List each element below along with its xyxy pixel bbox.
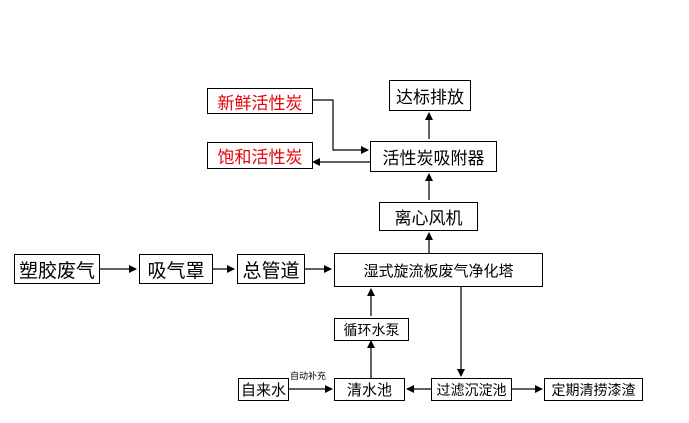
node-compliant-discharge: 达标排放 [389,80,471,111]
node-fresh-activated-carbon: 新鲜活性炭 [207,88,313,114]
node-circulation-water-pump: 循环水泵 [334,318,409,341]
node-plastic-waste-gas: 塑胶废气 [14,254,100,284]
node-clear-water-pool: 清水池 [334,378,405,401]
node-suction-hood: 吸气罩 [139,254,213,284]
node-saturated-activated-carbon: 饱和活性炭 [207,142,313,169]
node-activated-carbon-adsorber: 活性炭吸附器 [370,141,497,172]
edge-label-auto-refill: 自动补充 [290,372,327,382]
node-filter-settling-tank: 过滤沉淀池 [431,378,512,401]
node-wet-rotary-plate-scrubber: 湿式旋流板废气净化塔 [334,253,543,287]
node-centrifugal-fan: 离心风机 [379,202,478,231]
node-tap-water: 自来水 [238,378,289,401]
arrow-fresh-carbon-to-adsorber [313,99,369,154]
node-periodic-sludge-cleaning: 定期清捞漆渣 [544,378,643,401]
node-main-duct: 总管道 [237,254,305,284]
